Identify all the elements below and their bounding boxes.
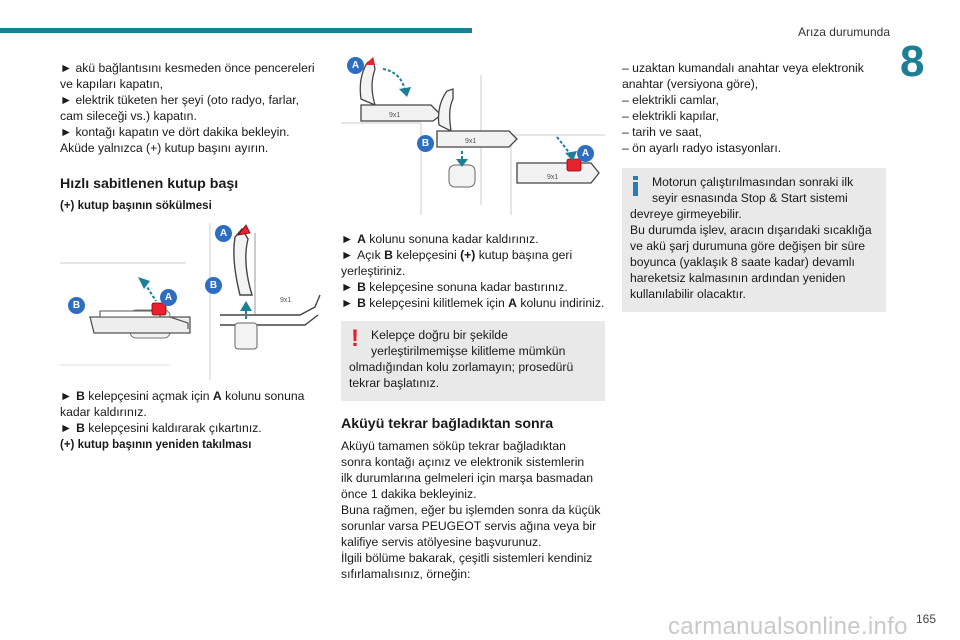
warning-line: Kelepçe doğru bir şekilde [371, 328, 508, 342]
svg-text:9x1: 9x1 [389, 112, 400, 119]
text-line: Aküyü tamamen söküp tekrar bağladıktan [341, 439, 566, 453]
text-line: Aküde yalnızca (+) kutup başını ayırın. [60, 141, 269, 155]
text-line: ► akü bağlantısını kesmeden önce pencere… [60, 61, 315, 75]
terminal-removal-illustration: 9x1 A B A B [60, 215, 322, 380]
terminal-refit-illustration: 9x1 9x1 9x1 A B A [341, 55, 605, 215]
column-middle: ►A kolunu sonuna kadar kaldırınız. ►Açık… [341, 231, 605, 582]
heading-quick-terminal: Hızlı sabitlenen kutup başı [60, 176, 239, 192]
info-note: Motorun çalıştırılmasından sonraki ilk s… [622, 168, 886, 312]
column-left: ► akü bağlantısını kesmeden önce pencere… [60, 60, 322, 214]
list-item: – uzaktan kumandalı anahtar veya elektro… [622, 61, 864, 75]
text-line: Buna rağmen, eğer bu işlemden sonra da k… [341, 503, 601, 517]
page-number: 165 [916, 612, 937, 626]
text-line: ► elektrik tüketen her şeyi (oto radyo, … [60, 93, 299, 107]
column-right: – uzaktan kumandalı anahtar veya elektro… [622, 60, 886, 312]
figure-label-a: A [347, 57, 364, 74]
info-line: ve akü şarj durumuna göre değişen bir sü… [630, 239, 866, 253]
section-title: Arıza durumunda [797, 25, 890, 39]
text-line: sıfırlamalısınız, örneğin: [341, 567, 471, 581]
list-item: – elektrikli kapılar, [622, 109, 719, 123]
step-line: ►B kelepçesini kilitlemek için A kolunu … [341, 296, 605, 310]
step-line: ►Açık B kelepçesini (+) kutup başına ger… [341, 248, 573, 262]
subheading-refit: (+) kutup başının yeniden takılması [60, 439, 252, 451]
svg-text:9x1: 9x1 [465, 138, 476, 145]
info-icon [633, 176, 638, 196]
heading-after-reconnect: Aküyü tekrar bağladıktan sonra [341, 416, 554, 432]
chapter-number: 8 [900, 37, 925, 86]
text-line: ► kontağı kapatın ve dört dakika bekleyi… [60, 125, 290, 139]
warning-line: olmadığından kolu zorlamayın; prosedürü [349, 360, 574, 374]
removal-steps: ►B kelepçesini açmak için A kolunu sonun… [60, 388, 322, 453]
info-line: hareketsiz kalmasının ardından yeniden [630, 271, 846, 285]
step-line: ►B kelepçesine sonuna kadar bastırınız. [341, 280, 568, 294]
info-line: boyunca (yaklaşık 8 saate kadar) devamlı [630, 255, 855, 269]
top-accent-bar [0, 28, 472, 33]
list-item: – elektrikli camlar, [622, 93, 719, 107]
watermark: carmanualsonline.info [668, 613, 908, 640]
text-line: kalifiye servis atölyesine başvurunuz. [341, 535, 542, 549]
list-item: – tarih ve saat, [622, 125, 702, 139]
warning-line: yerleştirilmemişse kilitleme mümkün [371, 344, 566, 358]
text-line: önce 1 dakika bekleyiniz. [341, 487, 477, 501]
step-line: ►B kelepçesini açmak için A kolunu sonun… [60, 389, 305, 403]
step-line: ►A kolunu sonuna kadar kaldırınız. [341, 232, 539, 246]
step-line: kadar kaldırınız. [60, 405, 147, 419]
text-line: İlgili bölüme bakarak, çeşitli sistemler… [341, 551, 593, 565]
figure-label-a: A [577, 145, 594, 162]
warning-icon: ! [351, 325, 359, 352]
warning-line: tekrar başlatınız. [349, 376, 440, 390]
svg-text:9x1: 9x1 [547, 174, 558, 181]
info-line: seyir esnasında Stop & Start sistemi [652, 191, 848, 205]
list-item: – ön ayarlı radyo istasyonları. [622, 141, 782, 155]
list-item: anahtar (versiyona göre), [622, 77, 759, 91]
step-line: yerleştiriniz. [341, 264, 406, 278]
figure-label-a: A [160, 289, 177, 306]
step-line: ►B kelepçesini kaldırarak çıkartınız. [60, 421, 262, 435]
info-line: devreye girmeyebilir. [630, 207, 742, 221]
info-line: Motorun çalıştırılmasından sonraki ilk [652, 175, 854, 189]
text-line: sorunlar varsa PEUGEOT servis ağına veya… [341, 519, 597, 533]
info-line: kullanılabilir olacaktır. [630, 287, 746, 301]
text-line: ve kapıları kapatın, [60, 77, 163, 91]
figure-label-b: B [68, 297, 85, 314]
reconnect-body: Aküyü tamamen söküp tekrar bağladıktan s… [341, 438, 605, 582]
figure-label-b: B [205, 277, 222, 294]
text-line: ilk durumlarına gelmeleri için marşa bas… [341, 471, 593, 485]
text-line: cam sileceği vs.) kapatın. [60, 109, 197, 123]
warning-note: ! Kelepçe doğru bir şekilde yerleştirilm… [341, 321, 605, 401]
terminal-refit-drawing: 9x1 9x1 9x1 [341, 55, 605, 215]
figure-label-a: A [215, 225, 232, 242]
subheading-remove: (+) kutup başının sökülmesi [60, 200, 212, 212]
info-line: Bu durumda işlev, aracın dışarıdaki sıca… [630, 223, 872, 237]
terminal-removal-drawing: 9x1 [60, 215, 322, 380]
text-line: sonra kontağı açınız ve elektronik siste… [341, 455, 585, 469]
figure-label-b: B [417, 135, 434, 152]
svg-text:9x1: 9x1 [280, 297, 291, 304]
